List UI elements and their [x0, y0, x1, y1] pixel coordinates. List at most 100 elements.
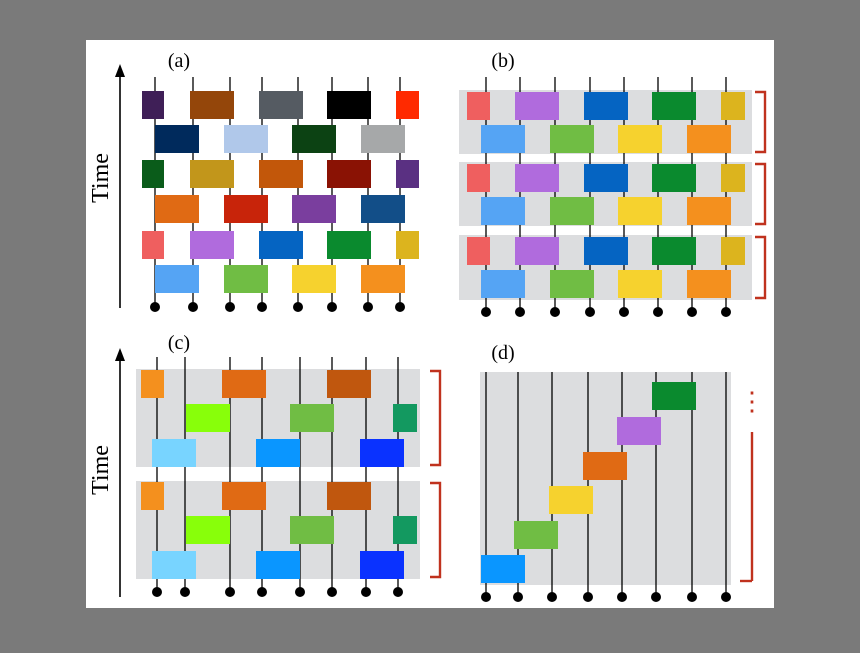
two-qubit-gate — [481, 555, 525, 583]
two-qubit-gate — [292, 125, 336, 153]
two-qubit-gate — [256, 439, 300, 467]
two-qubit-gate — [617, 417, 661, 445]
repeat-bracket — [755, 90, 767, 154]
two-qubit-gate — [292, 265, 336, 293]
qubit-dot — [225, 587, 235, 597]
qubit-dot — [651, 592, 661, 602]
qubit-dot — [395, 302, 405, 312]
two-qubit-gate — [155, 265, 199, 293]
two-qubit-gate — [259, 231, 303, 259]
qubit-dot — [152, 587, 162, 597]
qubit-dot — [188, 302, 198, 312]
two-qubit-gate — [361, 195, 405, 223]
qubit-dot — [721, 592, 731, 602]
two-qubit-gate — [142, 231, 164, 259]
two-qubit-gate — [290, 516, 334, 544]
time-axis-arrowhead-bottom — [115, 348, 125, 361]
two-qubit-gate — [222, 370, 266, 398]
two-qubit-gate — [259, 91, 303, 119]
two-qubit-gate — [687, 197, 731, 225]
panel-d-ellipsis: ⋮ — [739, 387, 765, 416]
two-qubit-gate — [155, 195, 199, 223]
qubit-dot — [363, 302, 373, 312]
two-qubit-gate — [652, 92, 696, 120]
two-qubit-gate — [515, 237, 559, 265]
two-qubit-gate — [467, 164, 490, 192]
qubit-dot — [583, 592, 593, 602]
two-qubit-gate — [618, 270, 662, 298]
qubit-dot — [617, 592, 627, 602]
qubit-dot — [653, 307, 663, 317]
two-qubit-gate — [142, 91, 164, 119]
two-qubit-gate — [224, 125, 268, 153]
two-qubit-gate — [515, 92, 559, 120]
qubit-dot — [327, 302, 337, 312]
two-qubit-gate — [186, 516, 230, 544]
panel-label-a: (a) — [168, 50, 190, 72]
two-qubit-gate — [514, 521, 558, 549]
two-qubit-gate — [396, 160, 419, 188]
qubit-dot — [585, 307, 595, 317]
two-qubit-gate — [190, 231, 234, 259]
qubit-dot — [515, 307, 525, 317]
qubit-dot — [293, 302, 303, 312]
qubit-dot — [721, 307, 731, 317]
two-qubit-gate — [721, 92, 745, 120]
two-qubit-gate — [361, 265, 405, 293]
two-qubit-gate — [142, 160, 164, 188]
two-qubit-gate — [327, 482, 371, 510]
two-qubit-gate — [152, 439, 196, 467]
qubit-dot — [361, 587, 371, 597]
two-qubit-gate — [393, 404, 417, 432]
two-qubit-gate — [721, 237, 745, 265]
panel-label-d: (d) — [491, 342, 514, 364]
two-qubit-gate — [259, 160, 303, 188]
two-qubit-gate — [361, 125, 405, 153]
two-qubit-gate — [550, 125, 594, 153]
two-qubit-gate — [549, 486, 593, 514]
qubit-dot — [295, 587, 305, 597]
two-qubit-gate — [224, 195, 268, 223]
time-axis-label-bottom: Time — [88, 445, 114, 495]
repeat-bracket — [430, 369, 442, 467]
panel-b-circuit — [459, 77, 767, 317]
two-qubit-gate — [584, 92, 628, 120]
qubit-dot — [481, 592, 491, 602]
two-qubit-gate — [584, 237, 628, 265]
two-qubit-gate — [360, 551, 404, 579]
two-qubit-gate — [292, 195, 336, 223]
two-qubit-gate — [481, 197, 525, 225]
repeat-bracket — [430, 481, 442, 579]
qubit-dot — [225, 302, 235, 312]
repeat-bracket — [755, 235, 767, 300]
two-qubit-gate — [687, 270, 731, 298]
qubit-dot — [257, 302, 267, 312]
two-qubit-gate — [550, 270, 594, 298]
two-qubit-gate — [467, 237, 490, 265]
two-qubit-gate — [550, 197, 594, 225]
two-qubit-gate — [222, 482, 266, 510]
qubit-dot — [687, 307, 697, 317]
two-qubit-gate — [652, 237, 696, 265]
panel-a-circuit — [142, 77, 419, 312]
two-qubit-gate — [584, 164, 628, 192]
two-qubit-gate — [721, 164, 745, 192]
qubit-dot — [687, 592, 697, 602]
qubit-dot — [513, 592, 523, 602]
two-qubit-gate — [583, 452, 627, 480]
panel-label-c: (c) — [168, 332, 190, 354]
two-qubit-gate — [327, 91, 371, 119]
two-qubit-gate — [190, 91, 234, 119]
panel-label-b: (b) — [491, 50, 514, 72]
two-qubit-gate — [290, 404, 334, 432]
two-qubit-gate — [186, 404, 230, 432]
two-qubit-gate — [652, 164, 696, 192]
two-qubit-gate — [687, 125, 731, 153]
two-qubit-gate — [393, 516, 417, 544]
two-qubit-gate — [618, 197, 662, 225]
two-qubit-gate — [256, 551, 300, 579]
qubit-dot — [150, 302, 160, 312]
two-qubit-gate — [152, 551, 196, 579]
